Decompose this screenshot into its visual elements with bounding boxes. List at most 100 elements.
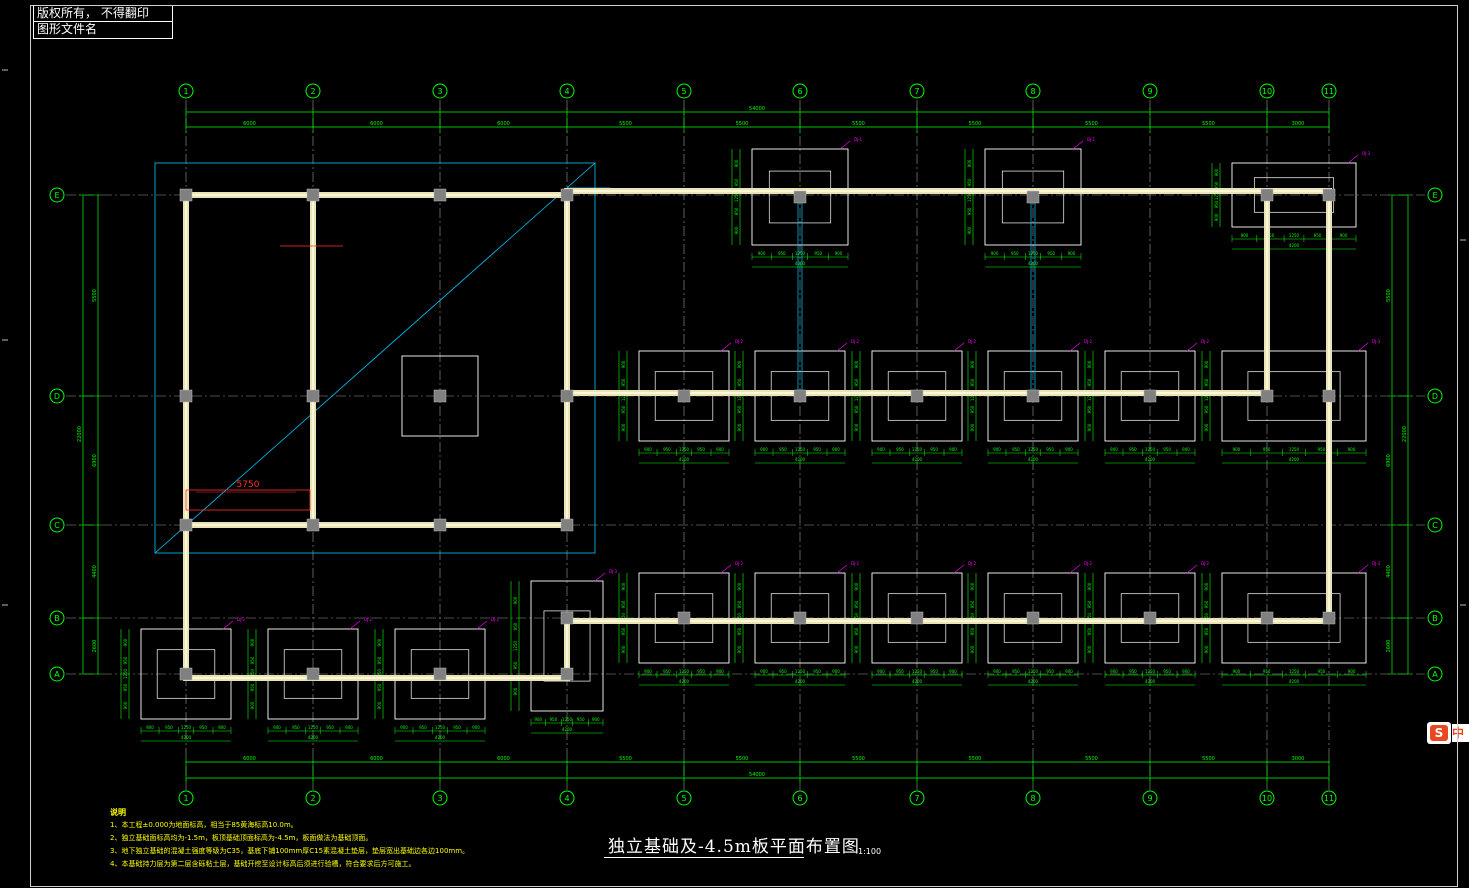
grid-bubble-C-right: [1427, 517, 1443, 533]
dim-label: 3000: [1292, 756, 1305, 762]
footing-dim-label: 900: [970, 645, 975, 653]
column: [560, 188, 574, 202]
dimension-5750: 5750: [237, 480, 260, 490]
grid-bubble-label-4: 4: [564, 794, 569, 803]
grid-bubble-6-bottom: [792, 790, 808, 806]
notes-line-4: 4、本基础持力层为第二层含砾粘土层，基础开挖至设计标高后须进行验槽，符合要求后方…: [110, 860, 416, 868]
footing-dim-label: 950: [1046, 447, 1054, 452]
grid-bubble-7-top: [909, 83, 925, 99]
footing-dim-label: 900: [513, 687, 518, 695]
column: [1026, 190, 1040, 204]
grid-bubble-1-top: [178, 83, 194, 99]
footing-dim-label: 950: [1087, 627, 1092, 635]
grid-bubble-label-D: D: [1432, 392, 1438, 401]
column: [1026, 389, 1040, 403]
footing-dim-label: 4200: [562, 727, 573, 732]
grid-bubble-label-9: 9: [1147, 87, 1152, 96]
footing-dim-label: 4200: [1028, 679, 1039, 684]
footing-dim-label: 900: [758, 251, 766, 256]
dim-label: 5500: [1085, 121, 1098, 127]
footing-dim-label: 950: [250, 683, 255, 691]
footing-dim-label: 950: [697, 447, 705, 452]
footing-label-leader: [720, 342, 732, 352]
column: [677, 611, 691, 625]
footing: [1201, 564, 1369, 686]
grid-bubble-10-bottom: [1259, 790, 1275, 806]
footing-label-leader: [836, 342, 848, 352]
grid-bubble-label-8: 8: [1030, 794, 1035, 803]
footing-dim-label: 950: [453, 725, 461, 730]
grid-bubble-label-8: 8: [1030, 87, 1035, 96]
footing-dim-label: 4200: [1289, 243, 1300, 248]
footing-dim-label: 900: [877, 447, 885, 452]
footing-dim-label: 1250: [679, 669, 690, 674]
ime-mode-indicator[interactable]: 中: [1452, 724, 1469, 742]
footing-dim-label: 4200: [795, 261, 806, 266]
footing-dim-label: 900: [760, 447, 768, 452]
footing-dim-label: 950: [930, 669, 938, 674]
footing-dim-label: 1250: [1028, 251, 1039, 256]
footing-dim-label: 900: [146, 725, 154, 730]
dim-total-label: 22000: [77, 426, 83, 442]
footing-dim-label: 950: [250, 656, 255, 664]
grid-bubble-label-1: 1: [183, 87, 188, 96]
footing-dim-label: 4200: [912, 457, 923, 462]
footing-dim-label: 950: [549, 717, 557, 722]
dim-label: 6000: [370, 121, 383, 127]
grid-bubble-label-6: 6: [797, 794, 802, 803]
footing-label: DJ-3: [609, 569, 618, 574]
footing-dim-label: 950: [1204, 405, 1209, 413]
footing-label-leader: [476, 620, 488, 630]
footing-label-leader: [1072, 140, 1084, 150]
footing-dim-label: 900: [854, 423, 859, 431]
footing: [734, 564, 848, 686]
footing-label: DJ-2: [735, 561, 744, 566]
dim-label: 5500: [969, 121, 982, 127]
footing-dim-label: 950: [697, 669, 705, 674]
ime-sogou-icon[interactable]: S: [1427, 722, 1451, 744]
footing-dim-label: 1250: [912, 669, 923, 674]
grid-bubble-10-top: [1259, 83, 1275, 99]
footing-dim-label: 950: [1011, 251, 1019, 256]
column: [560, 518, 574, 532]
grid-bubble-7-bottom: [909, 790, 925, 806]
footing-label: DJ-2: [1084, 339, 1093, 344]
column: [910, 611, 924, 625]
footing-dim-label: 950: [513, 622, 518, 630]
column: [560, 389, 574, 403]
footing-dim-label: 900: [737, 582, 742, 590]
dim-label: 6900: [1386, 454, 1392, 467]
dim-label: 5500: [92, 289, 98, 302]
grid-bubble-label-7: 7: [914, 794, 919, 803]
grid-bubble-label-3: 3: [437, 87, 442, 96]
footing: [967, 564, 1081, 686]
footing-dim-label: 950: [1087, 378, 1092, 386]
dim-label: 5500: [969, 756, 982, 762]
footing-dim-label: 4200: [912, 679, 923, 684]
footing-dim-label: 900: [1087, 582, 1092, 590]
footing-label-leader: [594, 572, 606, 582]
footing-step: [283, 649, 343, 699]
footing-dim-label: 1250: [1289, 233, 1300, 238]
footing-dim-label: 900: [1087, 423, 1092, 431]
footing-dim-label: 900: [1348, 447, 1356, 452]
footing-dim-label: 900: [377, 638, 382, 646]
footing-dim-label: 900: [1110, 669, 1118, 674]
footing-dim-label: 900: [835, 251, 843, 256]
column: [306, 389, 320, 403]
footing-label-leader: [1357, 564, 1369, 574]
footing-dim-label: 900: [123, 701, 128, 709]
footing-dim-label: 1250: [734, 191, 739, 202]
footing-dim-label: 950: [165, 725, 173, 730]
footing-dim-label: 950: [199, 725, 207, 730]
footing-dim-label: 1250: [1028, 669, 1039, 674]
dim-label: 6000: [243, 756, 256, 762]
drawing-title: 独立基础及-4.5m板平面布置图: [608, 837, 860, 857]
grid-bubble-9-bottom: [1142, 790, 1158, 806]
footing-dim-label: 1250: [1145, 669, 1156, 674]
footing-label-leader: [953, 342, 965, 352]
footing-dim-label: 900: [400, 725, 408, 730]
footing-label-leader: [953, 564, 965, 574]
grid-bubble-B-right: [1427, 610, 1443, 626]
